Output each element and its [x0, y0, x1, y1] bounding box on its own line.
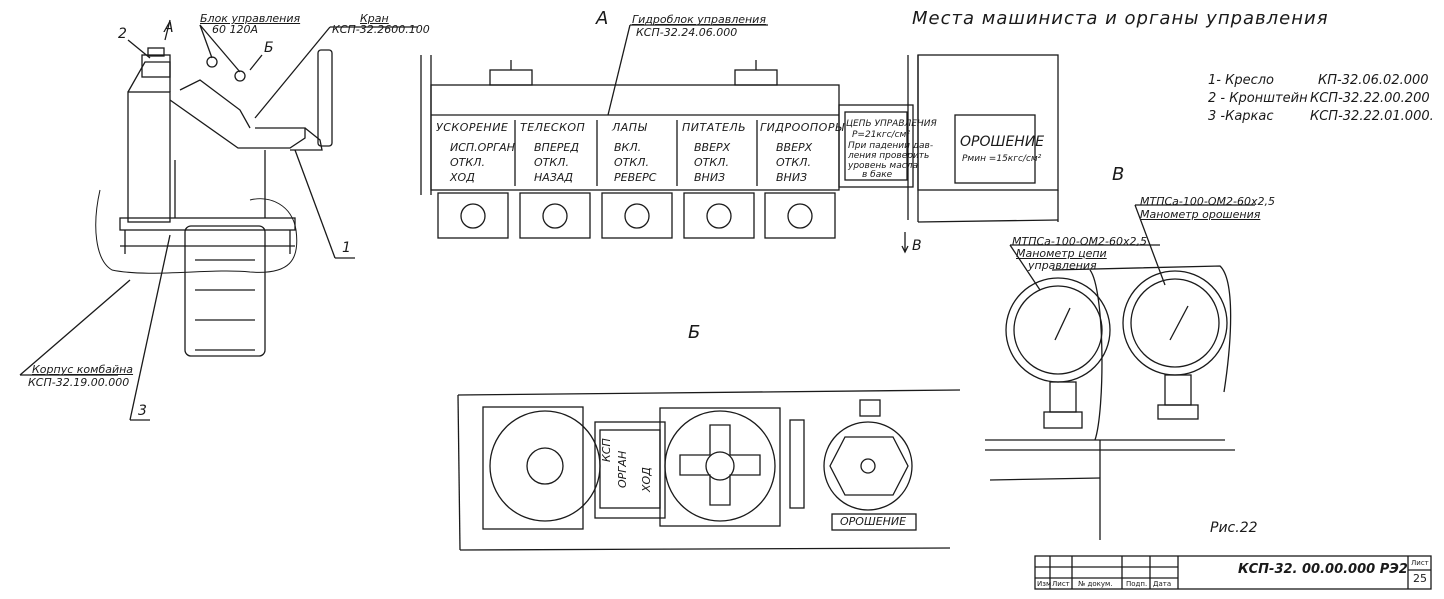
- gauge-left-name: Манометр цепи: [1016, 247, 1107, 260]
- panel-paws-line-2: ОТКЛ.: [614, 156, 649, 169]
- gauge-left-name-2: управления: [1028, 259, 1097, 272]
- view-b-organ-label: ОРГАН: [616, 450, 629, 488]
- view-b-top: [457, 389, 961, 551]
- part-1-name: 1- Кресло: [1208, 73, 1274, 88]
- hydro-block-code: КСП-32.24.06.000: [636, 26, 738, 39]
- view-v-label: В: [1112, 164, 1125, 185]
- panel-feeder-line-1: ВВЕРХ: [694, 141, 731, 154]
- panel-telescope-line-1: ВПЕРЕД: [534, 141, 579, 154]
- gauge-right-name: Манометр орошения: [1140, 208, 1261, 221]
- body-label: Корпус комбайна: [32, 363, 134, 376]
- tb-col-date: Дата: [1153, 580, 1172, 588]
- arrow-b-label: Б: [264, 40, 274, 56]
- tb-col-sign: Подп.: [1126, 580, 1148, 588]
- side-view-seat: [19, 19, 418, 421]
- control-circuit-line-1: При падении дав-: [848, 141, 934, 151]
- control-circuit-line-3: уровень масла: [848, 161, 918, 171]
- panel-telescope-line-3: НАЗАД: [534, 171, 573, 184]
- page-title: Места машиниста и органы управления: [912, 8, 1329, 29]
- tb-doc-code: КСП-32. 00.00.000 РЭ2: [1238, 562, 1408, 577]
- tb-col-izm: Изм: [1037, 580, 1052, 588]
- view-v-gauges: [985, 204, 1255, 540]
- view-b-ksp-label: КСП: [600, 438, 613, 462]
- part-3-code: КСП-32.22.01.000.: [1310, 109, 1434, 124]
- panel-feeder-line-3: ВНИЗ: [694, 171, 726, 184]
- crane-label: Кран: [360, 12, 389, 25]
- panel-telescope-line-2: ОТКЛ.: [534, 156, 569, 169]
- panel-hydro-supports-line-3: ВНИЗ: [776, 171, 808, 184]
- panel-acceleration-line-1: ИСП.ОРГАН: [450, 141, 515, 154]
- panel-feeder-line-2: ОТКЛ.: [694, 156, 729, 169]
- hydro-block-label: Гидроблок управления: [632, 13, 766, 26]
- arrow-a-label: А: [164, 20, 174, 36]
- panel-acceleration-line-3: ХОД: [450, 171, 475, 184]
- view-b-label: Б: [688, 322, 701, 343]
- panel-hydro-supports-title: ГИДРООПОРЫ: [760, 121, 845, 134]
- tb-col-doc: № докум.: [1078, 580, 1113, 588]
- panel-hydro-supports-line-1: ВВЕРХ: [776, 141, 813, 154]
- spray-panel-title: ОРОШЕНИЕ: [960, 134, 1045, 150]
- control-circuit-line-4: в баке: [862, 170, 893, 180]
- part-1-code: КП-32.06.02.000: [1318, 73, 1429, 88]
- part-3-name: 3 -Каркас: [1208, 109, 1274, 124]
- view-a-label: А: [596, 8, 609, 29]
- control-circuit-title: ЦЕПЬ УПРАВЛЕНИЯ: [846, 119, 937, 129]
- panel-acceleration-title: УСКОРЕНИЕ: [436, 121, 509, 134]
- control-circuit-pressure: Р=21кгс/см²: [852, 130, 910, 140]
- crane-code: КСП-32.2600.100: [332, 23, 430, 36]
- callout-2: 2: [118, 26, 127, 42]
- panel-paws-line-3: РЕВЕРС: [614, 171, 657, 184]
- panel-paws-title: ЛАПЫ: [612, 121, 648, 134]
- panel-hydro-supports-line-2: ОТКЛ.: [776, 156, 811, 169]
- body-code: КСП-32.19.00.000: [28, 376, 130, 389]
- gauge-right-model: МТПСа-100-ОМ2-60х2,5: [1140, 195, 1275, 208]
- gauge-left-model: МТПСа-100-ОМ2-60х2,5: [1012, 235, 1147, 248]
- view-a-hydro-block: [420, 24, 1059, 254]
- control-circuit-line-2: ления проверить: [848, 151, 930, 161]
- tb-col-list: Лист: [1052, 580, 1070, 588]
- tb-sheet-label: Лист: [1411, 559, 1429, 567]
- figure-caption: Рис.22: [1210, 520, 1258, 536]
- panel-feeder-title: ПИТАТЕЛЬ: [682, 121, 747, 134]
- title-block: [1034, 555, 1432, 590]
- view-b-hod-label: ХОД: [640, 467, 653, 492]
- callout-1: 1: [342, 240, 351, 256]
- part-2-name: 2 - Кронштейн: [1208, 91, 1308, 106]
- panel-telescope-title: ТЕЛЕСКОП: [520, 121, 586, 134]
- spray-panel-pressure: Рмин =15кгс/см²: [962, 154, 1042, 164]
- tb-sheet-number: 25: [1413, 572, 1427, 585]
- control-block-sizes: 60 120А: [212, 23, 259, 36]
- control-block-label: Блок управления: [200, 12, 301, 25]
- panel-acceleration-line-2: ОТКЛ.: [450, 156, 485, 169]
- view-b-spray-label: ОРОШЕНИЕ: [840, 515, 907, 528]
- part-2-code: КСП-32.22.00.200: [1310, 91, 1430, 106]
- view-v-arrow-label: В: [912, 238, 922, 254]
- callout-3: 3: [138, 403, 147, 419]
- panel-paws-line-1: ВКЛ.: [614, 141, 642, 154]
